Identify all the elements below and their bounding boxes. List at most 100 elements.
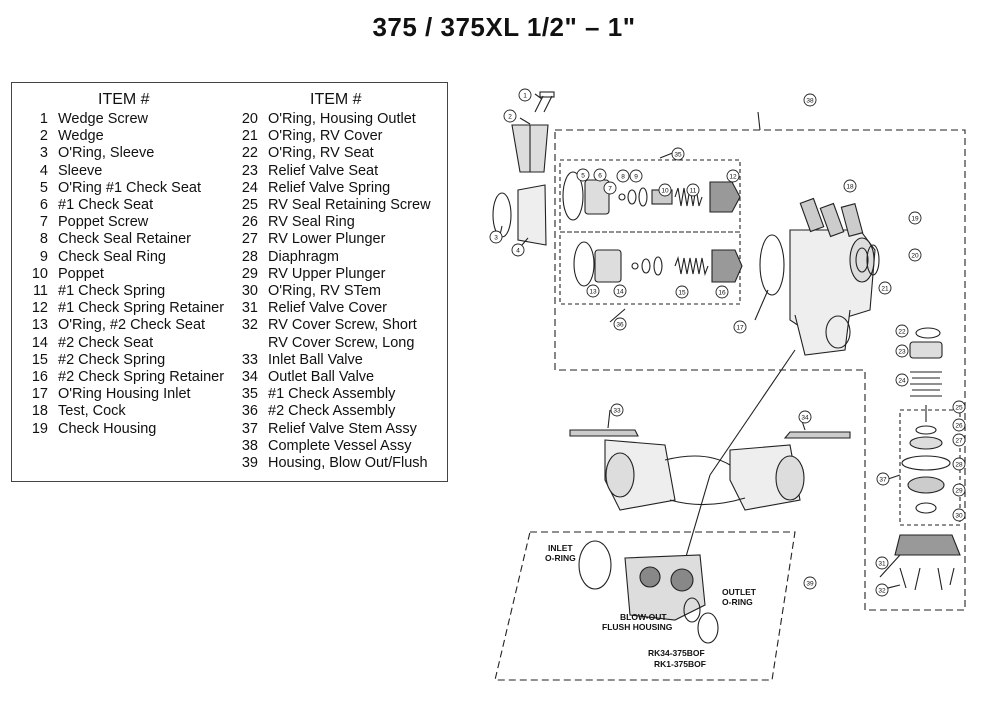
callout-1: 1: [518, 88, 532, 102]
check-spring-2: [674, 255, 709, 277]
item-row: 14#2 Check Seat: [26, 335, 224, 352]
svg-text:31: 31: [878, 560, 886, 567]
item-label: O'Ring, Sleeve: [58, 145, 155, 162]
item-number: 27: [241, 231, 258, 248]
callout-35: 35: [671, 147, 685, 161]
item-number: 9: [39, 248, 48, 265]
svg-text:24: 24: [898, 377, 906, 384]
svg-text:39: 39: [806, 580, 814, 587]
item-number: 7: [39, 214, 48, 231]
item-number: 38: [241, 437, 258, 454]
callout-23: 23: [895, 344, 909, 358]
item-number: 6: [39, 197, 48, 214]
item-label: O'Ring, #2 Check Seat: [58, 317, 206, 334]
sleeve-part: [517, 184, 547, 246]
svg-text:38: 38: [806, 97, 814, 104]
blowout-flush-housing-part: [624, 554, 706, 621]
svg-text:1: 1: [523, 92, 527, 99]
item-number: 32: [241, 317, 258, 334]
svg-text:22: 22: [898, 328, 906, 335]
item-label: RV Seal Ring: [268, 214, 355, 231]
item-label: #1 Check Spring Retainer: [58, 300, 225, 317]
svg-text:37: 37: [879, 476, 887, 483]
callout-31: 31: [875, 556, 889, 570]
item-row: 12#1 Check Spring Retainer: [26, 300, 224, 317]
svg-text:29: 29: [955, 487, 963, 494]
callout-17: 17: [733, 320, 747, 334]
svg-text:28: 28: [955, 461, 963, 468]
item-number: 28: [241, 248, 258, 265]
check-spring-1: [674, 187, 703, 207]
svg-text:16: 16: [718, 289, 726, 296]
callout-32: 32: [875, 583, 889, 597]
item-label: Check Housing: [58, 420, 157, 437]
callout-8: 8: [616, 169, 630, 183]
callout-20: 20: [908, 248, 922, 262]
svg-text:19: 19: [911, 215, 919, 222]
svg-text:34: 34: [801, 414, 809, 421]
item-row: 16#2 Check Spring Retainer: [26, 369, 224, 386]
relief-valve-cover: [894, 534, 961, 556]
svg-text:17: 17: [736, 324, 744, 331]
item-row: 6#1 Check Seat: [26, 197, 224, 214]
callout-7: 7: [603, 181, 617, 195]
svg-text:36: 36: [616, 321, 624, 328]
svg-text:10: 10: [661, 187, 669, 194]
item-number: 25: [241, 197, 258, 214]
callout-37: 37: [876, 472, 890, 486]
callout-15: 15: [675, 285, 689, 299]
item-row: 26 RV Seal Ring: [238, 214, 431, 231]
item-number: 23: [241, 162, 258, 179]
item-number: 13: [31, 317, 48, 334]
callout-19: 19: [908, 211, 922, 225]
svg-text:14: 14: [616, 288, 624, 295]
item-number: 4: [39, 162, 48, 179]
repair-kit-label-1: RK34-375BOF: [648, 648, 705, 658]
item-number: 24: [241, 179, 258, 196]
vessel-assembly-outline: [554, 129, 966, 611]
item-number: 8: [39, 231, 48, 248]
wedge-screw-part: [534, 91, 555, 113]
callout-27: 27: [952, 433, 966, 447]
item-label: #1 Check Assembly: [268, 386, 396, 403]
item-label: O'Ring Housing Inlet: [58, 386, 191, 403]
item-number: 26: [241, 214, 258, 231]
item-label: Diaphragm: [268, 248, 339, 265]
callout-5: 5: [576, 168, 590, 182]
item-column-header: ITEM #: [310, 91, 362, 108]
item-label: #1 Check Spring: [58, 283, 166, 300]
callout-38: 38: [803, 93, 817, 107]
item-label: Complete Vessel Assy: [268, 437, 412, 454]
item-label: #2 Check Spring: [58, 351, 166, 368]
item-label: RV Upper Plunger: [268, 265, 386, 282]
item-row: 15#2 Check Spring: [26, 352, 224, 369]
relief-valve-stem-outline: [899, 409, 961, 526]
callout-10: 10: [658, 183, 672, 197]
svg-text:11: 11: [690, 187, 697, 194]
svg-text:8: 8: [621, 173, 625, 180]
outlet-ball-valve-part: [729, 431, 851, 511]
item-label: Check Seal Ring: [58, 248, 166, 265]
callout-18: 18: [843, 179, 857, 193]
item-number: 2: [39, 128, 48, 145]
exploded-parts-diagram: 1 2 3 4 5 6 7 8 9 10 11 12 13 14 15 16 1…: [489, 88, 966, 681]
spring-retainer-2: [711, 249, 743, 283]
item-number: 19: [31, 420, 48, 437]
item-number: 10: [31, 265, 48, 282]
item-label: Relief Valve Spring: [268, 179, 391, 196]
